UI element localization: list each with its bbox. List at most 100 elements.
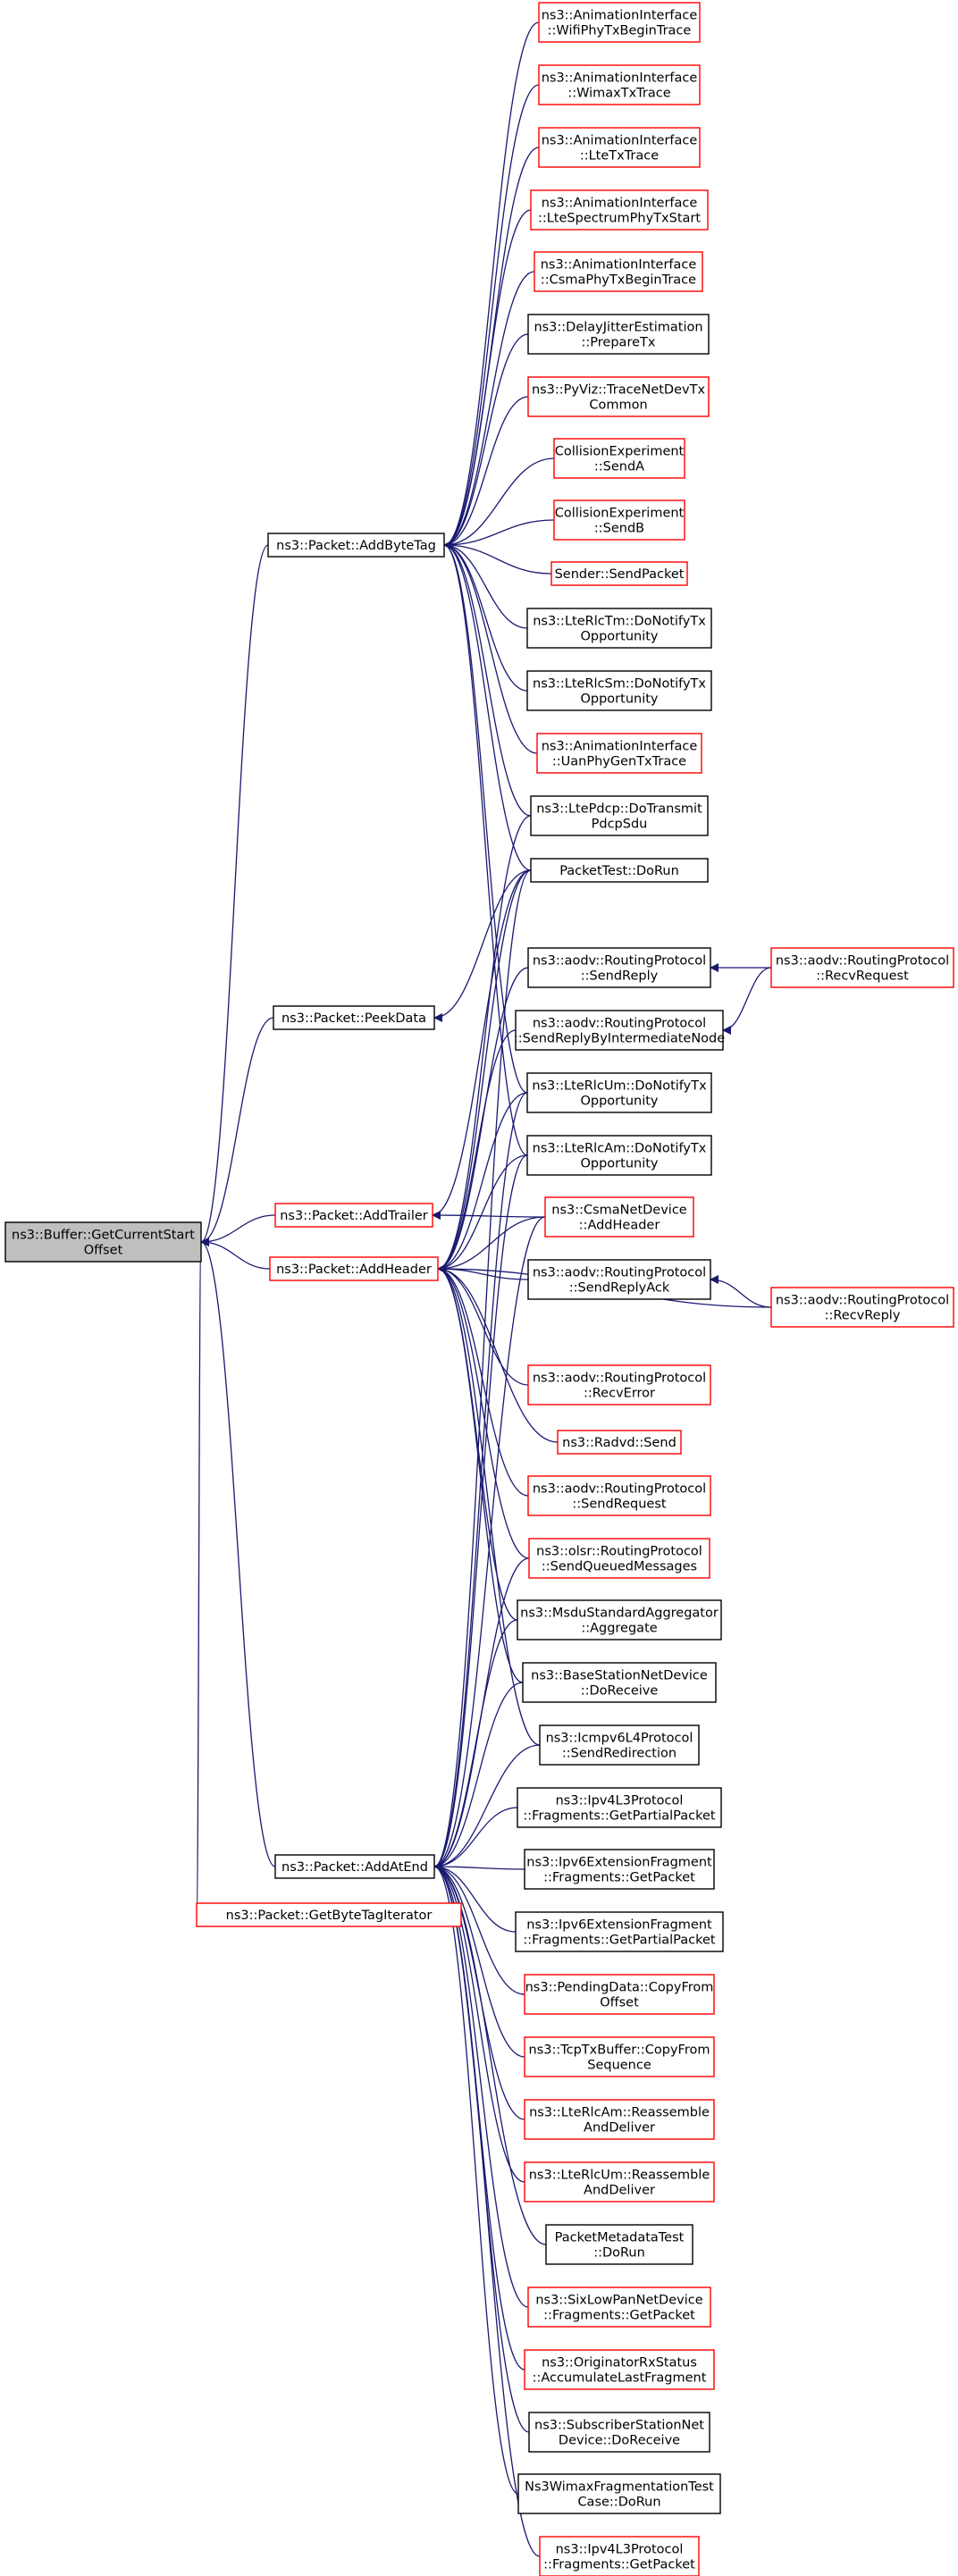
node-label-line: Opportunity — [580, 692, 658, 707]
node-ipv4frag[interactable]: ns3::Ipv4L3Protocol::Fragments::GetParti… — [517, 1787, 722, 1828]
node-wifiphytx[interactable]: ns3::AnimationInterface::WifiPhyTxBeginT… — [538, 2, 701, 43]
node-ipv6fragpartial[interactable]: ns3::Ipv6ExtensionFragment::Fragments::G… — [515, 1911, 724, 1952]
edge-packettest-to-addbytetag — [443, 541, 532, 871]
node-aodvsendrequest[interactable]: ns3::aodv::RoutingProtocol::SendRequest — [527, 1475, 711, 1516]
node-label-line: ::CsmaPhyTxBeginTrace — [541, 273, 696, 288]
node-peekdata[interactable]: ns3::Packet::PeekData — [273, 1005, 435, 1030]
node-pktmetadata[interactable]: PacketMetadataTest::DoRun — [545, 2224, 693, 2265]
node-addheader[interactable]: ns3::Packet::AddHeader — [269, 1256, 439, 1281]
node-label-line: ns3::TcpTxBuffer::CopyFrom — [529, 2043, 710, 2058]
edge-packettest-to-peekdata — [433, 869, 532, 1022]
edge-line — [710, 1275, 772, 1308]
node-collisionB[interactable]: CollisionExperiment::SendB — [553, 499, 685, 541]
node-packettest[interactable]: PacketTest::DoRun — [530, 858, 709, 883]
edge-line — [200, 1238, 271, 1270]
edge-tcptxbuffer-to-addatend — [433, 1862, 525, 2058]
node-getbytetagiter[interactable]: ns3::Packet::GetByteTagIterator — [196, 1902, 462, 1927]
node-sender[interactable]: Sender::SendPacket — [550, 561, 688, 586]
node-label-line: ::UanPhyGenTxTrace — [552, 755, 686, 769]
node-msdu[interactable]: ns3::MsduStandardAggregator::Aggregate — [517, 1599, 722, 1640]
node-addtrailer[interactable]: ns3::Packet::AddTrailer — [274, 1203, 433, 1228]
edge-ipv4frag-to-addatend — [433, 1807, 518, 1871]
node-label-line: Ns3WimaxFragmentationTest — [525, 2480, 714, 2495]
node-box — [536, 733, 702, 774]
node-aodvsendreplyim[interactable]: ns3::aodv::RoutingProtocol::SendReplyByI… — [514, 1010, 725, 1051]
node-collisionA[interactable]: CollisionExperiment::SendA — [553, 438, 685, 479]
node-label-line: ns3::LtePdcp::DoTransmit — [536, 802, 702, 817]
edge-addatend-to-root — [200, 1238, 276, 1867]
node-icmpv6[interactable]: ns3::Icmpv6L4Protocol::SendRedirection — [539, 1724, 700, 1766]
edges-layer — [191, 21, 772, 2557]
node-label-line: ns3::aodv::RoutingProtocol — [533, 1017, 706, 1031]
node-label-line: ::PrepareTx — [582, 336, 656, 350]
edge-peekdata-to-root — [200, 1017, 274, 1246]
edge-line — [443, 541, 532, 871]
node-label-line: Sequence — [587, 2059, 651, 2073]
node-ipv6fragget[interactable]: ns3::Ipv6ExtensionFragment::Fragments::G… — [524, 1849, 715, 1890]
edge-line — [433, 1862, 547, 2245]
node-aodvrecverror[interactable]: ns3::aodv::RoutingProtocol::RecvError — [527, 1364, 711, 1405]
node-box — [557, 1430, 682, 1455]
edge-aodvsendreplyim-to-addheader — [437, 1029, 517, 1273]
edge-line — [433, 1092, 528, 1871]
node-wimaxtx[interactable]: ns3::AnimationInterface::WimaxTxTrace — [538, 64, 701, 105]
node-label-line: ns3::Radvd::Send — [562, 1436, 676, 1450]
edge-bsnetdev-to-addheader — [437, 1264, 524, 1683]
node-sixlowpan[interactable]: ns3::SixLowPanNetDevice::Fragments::GetP… — [527, 2287, 711, 2328]
node-label-line: ns3::Packet::AddByteTag — [276, 539, 436, 553]
edge-line — [433, 1216, 546, 1871]
edge-wifiphytx-to-addbytetag — [443, 21, 540, 550]
edge-line — [437, 1216, 546, 1273]
edge-line — [432, 1211, 546, 1221]
node-label-line: ns3::aodv::RoutingProtocol — [533, 1266, 706, 1280]
node-aodvsendreply[interactable]: ns3::aodv::RoutingProtocol::SendReply — [527, 947, 711, 988]
node-box — [538, 64, 701, 105]
node-aodvrecvreply[interactable]: ns3::aodv::RoutingProtocol::RecvReply — [770, 1287, 954, 1328]
node-label-line: Opportunity — [580, 1095, 658, 1109]
node-label-line: ns3::SixLowPanNetDevice — [535, 2294, 702, 2308]
node-box — [527, 947, 711, 988]
node-originator[interactable]: ns3::OriginatorRxStatus::AccumulateLastF… — [524, 2349, 715, 2390]
node-ssnetdev[interactable]: ns3::SubscriberStationNetDevice::DoRecei… — [528, 2412, 710, 2453]
node-csmaphytx[interactable]: ns3::AnimationInterface::CsmaPhyTxBeginT… — [534, 251, 703, 292]
node-ltespectrum[interactable]: ns3::AnimationInterface::LteSpectrumPhyT… — [530, 189, 709, 231]
node-label-line: ns3::MsduStandardAggregator — [520, 1607, 718, 1621]
node-label-line: ::SendA — [594, 460, 644, 474]
edge-bsnetdev-to-addatend — [433, 1682, 524, 1871]
node-bsnetdev[interactable]: ns3::BaseStationNetDevice::DoReceive — [522, 1662, 717, 1703]
node-aodvrecvrequest[interactable]: ns3::aodv::RoutingProtocol::RecvRequest — [770, 947, 954, 988]
node-label-line: Device::DoReceive — [559, 2434, 680, 2448]
node-addbytetag[interactable]: ns3::Packet::AddByteTag — [267, 533, 445, 558]
node-radvd[interactable]: ns3::Radvd::Send — [557, 1430, 682, 1455]
node-olsr[interactable]: ns3::olsr::RoutingProtocol::SendQueuedMe… — [528, 1538, 710, 1579]
node-ipv4fragget[interactable]: ns3::Ipv4L3Protocol::Fragments::GetPacke… — [539, 2536, 700, 2576]
node-box — [553, 438, 685, 479]
node-box — [515, 1010, 724, 1051]
edge-line — [443, 541, 528, 1094]
node-label-line: ::SendReply — [581, 969, 659, 984]
node-box — [527, 1259, 711, 1300]
edge-line — [437, 1264, 530, 1559]
node-addatend[interactable]: ns3::Packet::AddAtEnd — [274, 1854, 435, 1879]
node-aodvsendreplyack[interactable]: ns3::aodv::RoutingProtocol::SendReplyAck — [527, 1259, 711, 1300]
node-label-line: ns3::LteRlcAm::Reassemble — [529, 2106, 710, 2120]
node-ltetx[interactable]: ns3::AnimationInterface::LteTxTrace — [538, 127, 701, 168]
node-box — [527, 1475, 711, 1516]
edge-ipv4fragget-to-addatend — [433, 1862, 541, 2557]
node-csmaaddheader[interactable]: ns3::CsmaNetDevice::AddHeader — [544, 1196, 694, 1238]
node-uanphy[interactable]: ns3::AnimationInterface::UanPhyGenTxTrac… — [536, 733, 702, 774]
node-box — [527, 314, 710, 355]
node-delayjitter[interactable]: ns3::DelayJitterEstimation::PrepareTx — [527, 314, 710, 355]
